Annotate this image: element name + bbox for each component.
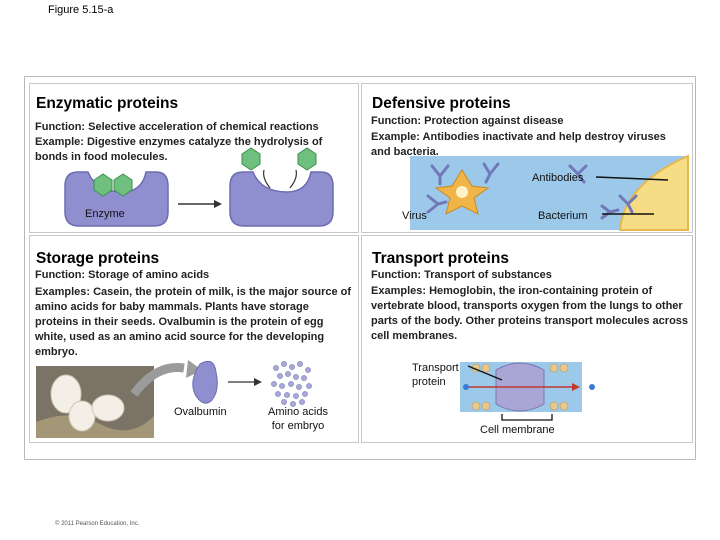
product-hexagon-2 xyxy=(297,147,317,171)
storage-example: Examples: Casein, the protein of milk, i… xyxy=(35,286,352,358)
ovalbumin-label: Ovalbumin xyxy=(174,406,227,418)
storage-title: Storage proteins xyxy=(36,250,160,267)
transport-panel: Transport proteins Function: Transport o… xyxy=(361,235,693,443)
copyright: © 2011 Pearson Education, Inc. xyxy=(55,521,140,527)
amino-acids-cluster xyxy=(271,361,312,407)
amino-acids-label: Amino acids xyxy=(268,406,328,418)
for-embryo-label: for embryo xyxy=(271,420,325,432)
virus-shape xyxy=(434,169,490,215)
enzymatic-title: Enzymatic proteins xyxy=(36,95,179,112)
ovalbumin-shape xyxy=(192,360,218,404)
egg-3 xyxy=(91,394,125,422)
transported-molecule-in xyxy=(463,384,469,390)
transport-label: Transport xyxy=(412,362,459,374)
transport-protein-pointer xyxy=(467,365,503,381)
figure-label: Figure 5.15-a xyxy=(48,4,114,16)
enzyme-shape-left xyxy=(64,171,169,227)
bacterium-shape xyxy=(618,154,689,231)
bacterium-label: Bacterium xyxy=(538,210,588,222)
curved-arrow xyxy=(130,363,185,397)
enzymatic-panel: Enzymatic proteins Function: Selective a… xyxy=(29,83,359,233)
transport-example: Examples: Hemoglobin, the iron-containin… xyxy=(371,285,689,342)
storage-function: Function: Storage of amino acids xyxy=(35,269,210,281)
defensive-function: Function: Protection against disease xyxy=(371,115,564,127)
hydrolysis-arrowhead xyxy=(254,378,262,386)
egg-1 xyxy=(50,374,82,414)
enzyme-illustration xyxy=(64,147,334,227)
substrate-hexagon-left-2 xyxy=(113,173,133,197)
cell-membrane-bracket xyxy=(501,414,553,421)
transported-molecule-out xyxy=(589,384,595,390)
reaction-arrowhead xyxy=(214,200,222,208)
defensive-illustration xyxy=(410,154,689,231)
lipid-bilayer-left xyxy=(471,363,491,411)
protein-label: protein xyxy=(412,376,446,388)
substrate-hexagon-left-1 xyxy=(93,173,113,197)
lipid-bilayer-right xyxy=(549,363,569,411)
egg-2 xyxy=(68,400,96,432)
storage-panel: Storage proteins Function: Storage of am… xyxy=(29,235,359,443)
transport-illustration xyxy=(460,362,595,421)
transport-title: Transport proteins xyxy=(372,250,509,267)
product-hexagon-1 xyxy=(241,147,261,171)
enzymatic-example: Example: Digestive enzymes catalyze the … xyxy=(35,136,323,163)
transport-function: Function: Transport of substances xyxy=(371,269,552,281)
release-arrow-left xyxy=(263,169,271,189)
antibody-group xyxy=(426,162,638,220)
storage-illustration xyxy=(36,360,312,438)
figure-frame: Enzymatic proteins Function: Selective a… xyxy=(24,76,696,527)
antibodies-label: Antibodies xyxy=(532,172,584,184)
enzyme-label: Enzyme xyxy=(85,208,125,220)
enzyme-shape-right xyxy=(229,171,334,227)
defensive-panel: Defensive proteins Function: Protection … xyxy=(361,83,693,233)
cell-membrane-label: Cell membrane xyxy=(480,424,555,436)
release-arrow-right xyxy=(289,169,297,189)
virus-label: Virus xyxy=(402,210,427,222)
defensive-example: Example: Antibodies inactivate and help … xyxy=(371,131,666,158)
defensive-title: Defensive proteins xyxy=(372,95,511,112)
enzymatic-function: Function: Selective acceleration of chem… xyxy=(35,121,319,133)
antibodies-pointer xyxy=(595,176,669,181)
